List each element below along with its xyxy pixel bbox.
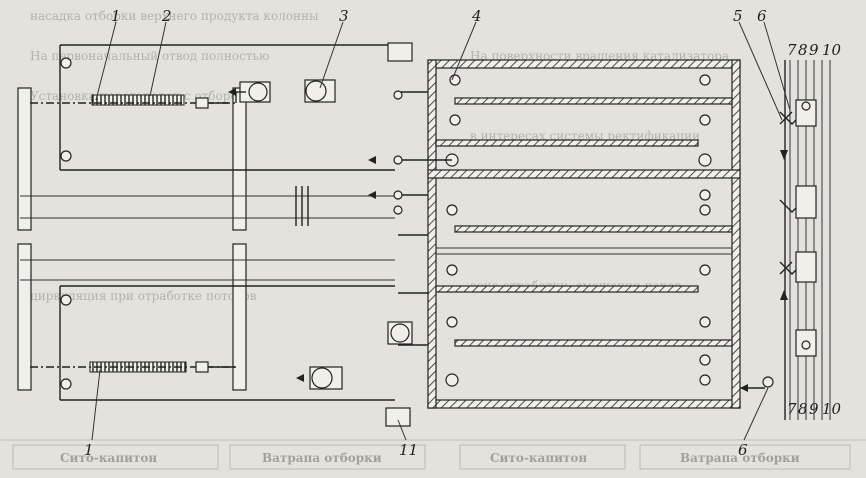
bleed-label-4: Ватрапа отборки	[680, 451, 800, 465]
bleed-label-2: Ватрапа отборки	[262, 451, 382, 465]
label-1-top: 1	[111, 7, 121, 25]
heating-chamber	[228, 59, 774, 409]
label-4: 4	[471, 7, 482, 25]
label-6-bottom: 6	[738, 441, 748, 459]
label-2: 2	[161, 7, 172, 25]
label-1-bottom: 1	[84, 441, 94, 459]
label-8-bottom: 8	[798, 400, 808, 418]
left-tensioner-bottom	[17, 186, 413, 427]
right-guides	[779, 60, 831, 420]
left-tensioner-top	[17, 42, 413, 231]
label-9-top: 9	[809, 41, 819, 59]
callout-lines	[91, 21, 791, 441]
bleed-label-1: Сито-капитон	[60, 451, 157, 465]
bleed-label-3: Сито-капитон	[490, 451, 587, 465]
label-6-top: 6	[757, 7, 767, 25]
svg-text:На первоначальный отвод полнос: На первоначальный отвод полностью	[30, 49, 269, 63]
label-10-top: 10	[822, 41, 842, 59]
label-11: 11	[399, 441, 418, 459]
label-9-bottom: 9	[809, 400, 819, 418]
label-10-bottom: 10	[822, 400, 842, 418]
label-7-top: 7	[787, 41, 797, 59]
label-5: 5	[733, 7, 743, 25]
bleed-through-text: насадка отборки верхнего продукта колонн…	[0, 9, 866, 470]
svg-text:насадка отборки верхнего проду: насадка отборки верхнего продукта колонн…	[30, 9, 319, 23]
svg-text:циркуляция при отработке поток: циркуляция при отработке потоков	[30, 289, 257, 303]
label-8-top: 8	[798, 41, 808, 59]
label-3: 3	[339, 7, 349, 25]
label-7-bottom: 7	[787, 400, 797, 418]
